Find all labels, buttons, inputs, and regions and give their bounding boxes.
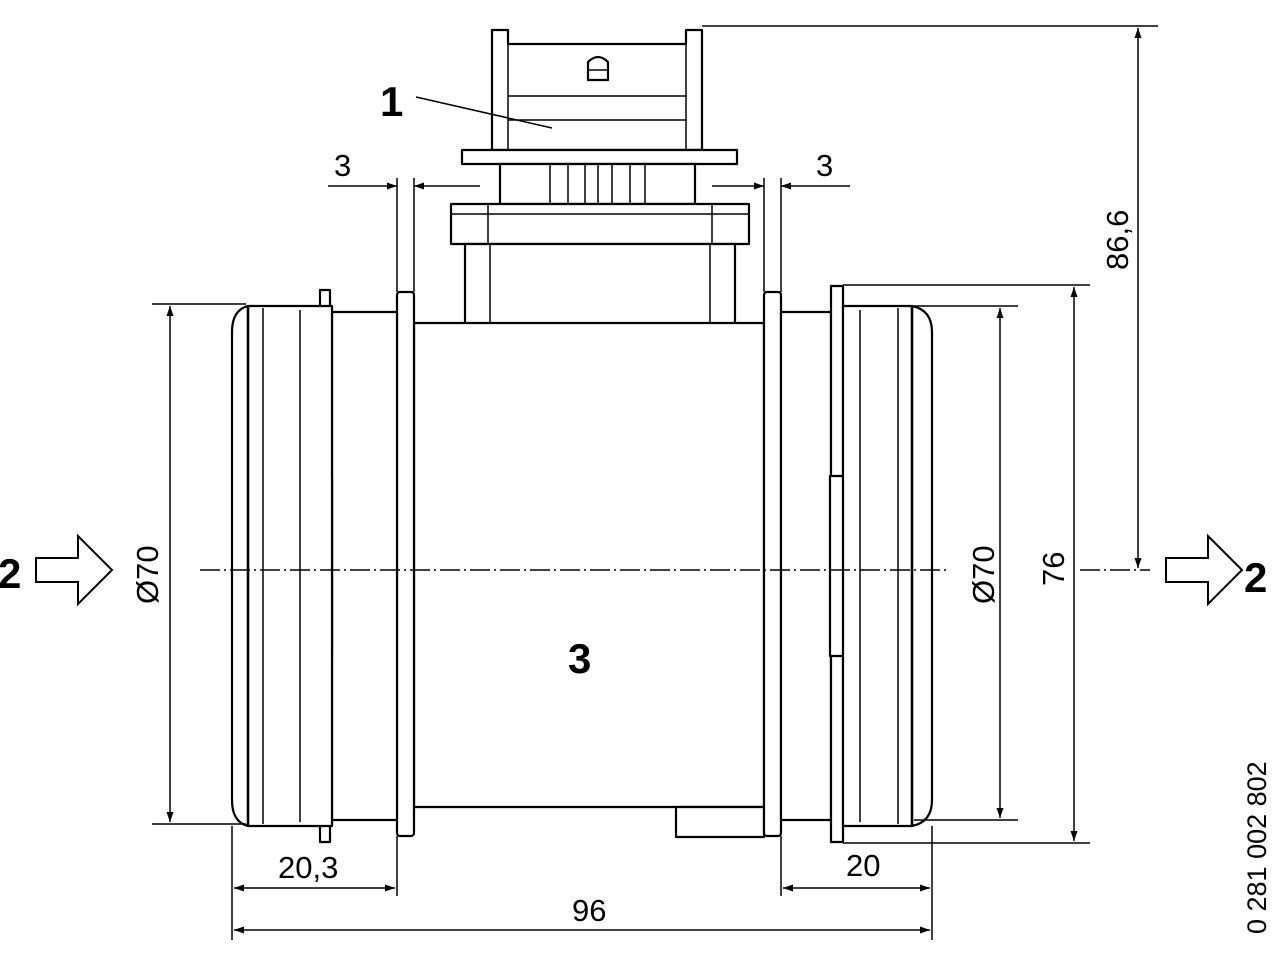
connector-plate (460, 148, 739, 166)
left-flange (395, 290, 416, 838)
dim-dia-outlet: Ø70 (966, 545, 1001, 604)
sensor-body (230, 284, 934, 844)
dim-flange-outer: 76 (1036, 552, 1071, 586)
right-outlet-ring (841, 304, 934, 828)
dim-height-total: 86,6 (1100, 210, 1135, 270)
connector-assembly (449, 28, 751, 340)
flow-out-arrow (1165, 533, 1244, 607)
connector-plug (490, 28, 704, 152)
connector-housing (449, 202, 751, 246)
part-number: 0 281 002 802 (1242, 761, 1272, 934)
flow-in-arrow (35, 533, 114, 607)
dimension-lines (152, 25, 1158, 940)
dim-overall-length: 96 (572, 893, 606, 928)
label-flow-in: 2 (0, 550, 21, 597)
label-flow-out: 2 (1244, 554, 1267, 601)
label-connector: 1 (380, 78, 403, 125)
dim-gap-right: 3 (816, 148, 833, 183)
dim-outlet-length: 20 (846, 848, 880, 883)
dim-dia-inlet: Ø70 (130, 545, 165, 604)
dim-gap-left: 3 (334, 148, 351, 183)
connector-latch (586, 55, 610, 82)
dim-inlet-length: 20,3 (278, 850, 338, 885)
right-flange (762, 290, 783, 838)
label-body: 3 (568, 635, 591, 682)
bottom-tab (674, 805, 766, 839)
central-tube (412, 321, 766, 809)
